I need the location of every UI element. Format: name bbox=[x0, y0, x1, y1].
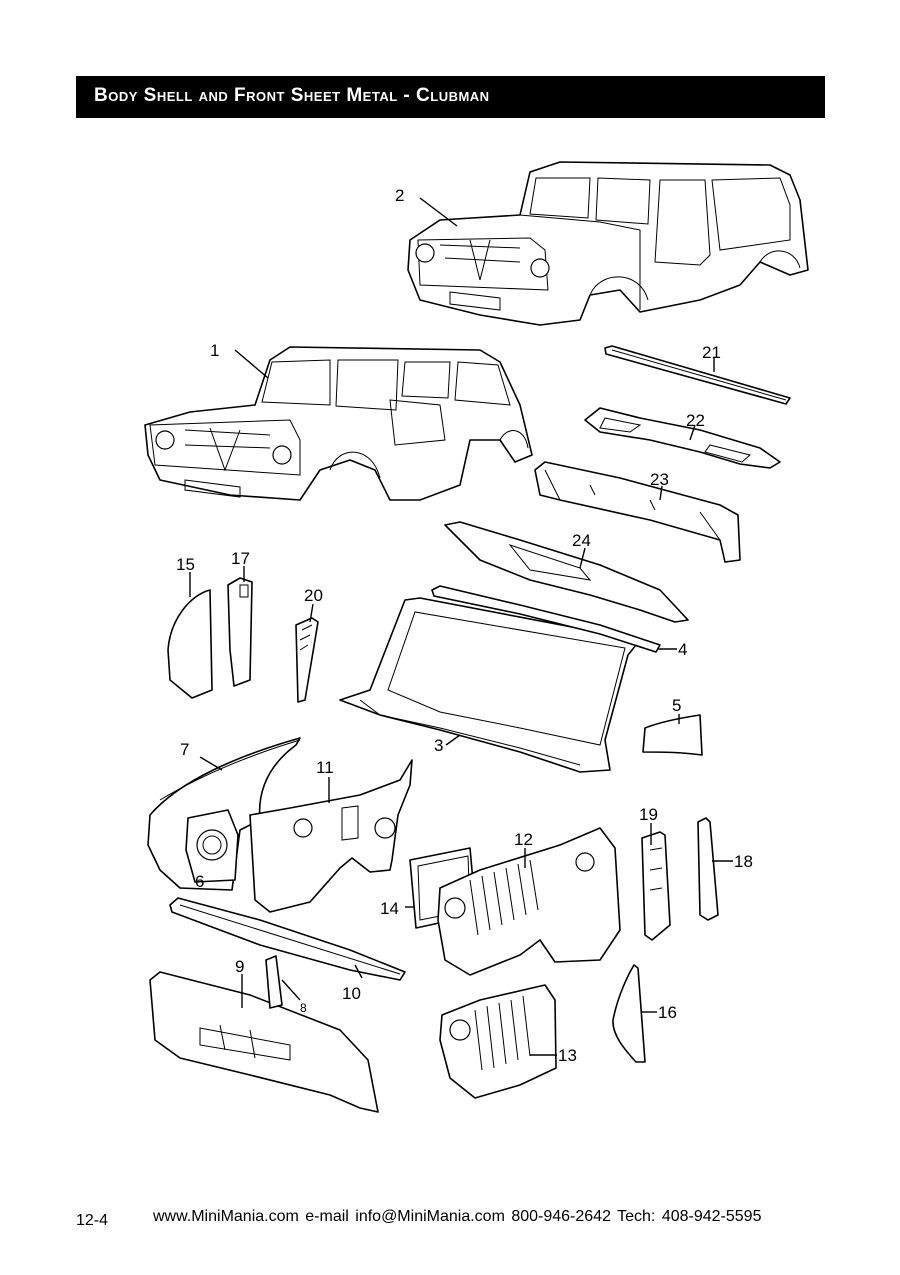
part-19-pillar-panel bbox=[641, 831, 671, 941]
callout-11: 11 bbox=[316, 758, 334, 777]
callout-13: 13 bbox=[558, 1046, 577, 1065]
part-22-crossmember bbox=[584, 407, 781, 469]
callout-12: 12 bbox=[514, 830, 533, 849]
footer-contact: www.MiniMania.com e-mail info@MiniMania.… bbox=[153, 1208, 762, 1225]
callout-18: 18 bbox=[734, 852, 753, 871]
part-5-corner-panel bbox=[642, 714, 703, 756]
callout-17: 17 bbox=[231, 549, 250, 568]
callout-22: 22 bbox=[686, 411, 705, 430]
callout-1: 1 bbox=[210, 341, 219, 360]
part-23-rear-crossmember bbox=[534, 461, 741, 563]
callout-23: 23 bbox=[650, 470, 669, 489]
callout-24: 24 bbox=[572, 531, 591, 550]
page-number: 12-4 bbox=[76, 1212, 109, 1229]
part-17-a-post bbox=[227, 577, 253, 687]
part-16-closing-panel bbox=[612, 964, 646, 1063]
callout-14: 14 bbox=[380, 899, 399, 918]
part-13-outer-panel-grille bbox=[439, 984, 557, 1099]
part-11-bulkhead bbox=[249, 759, 413, 913]
callout-5: 5 bbox=[672, 696, 681, 715]
part-1-body-shell bbox=[144, 346, 533, 501]
part-10-front-panel bbox=[169, 897, 406, 981]
part-2-estate-body-shell bbox=[407, 161, 809, 326]
callout-15: 15 bbox=[176, 555, 195, 574]
part-3-windscreen-frame bbox=[339, 597, 641, 773]
part-15-a-panel bbox=[167, 589, 213, 699]
section-header-bar: Body Shell and Front Sheet Metal - Clubm… bbox=[76, 76, 825, 118]
callout-10: 10 bbox=[342, 984, 361, 1003]
callout-19: 19 bbox=[639, 805, 658, 824]
part-12-inner-panel-grille bbox=[437, 827, 621, 976]
part-6-inner-wing bbox=[185, 809, 239, 883]
callout-4: 4 bbox=[678, 640, 687, 659]
part-9-front-valance bbox=[149, 971, 379, 1113]
callout-6: 6 bbox=[195, 872, 204, 891]
part-8-bracket bbox=[265, 955, 283, 1009]
part-18-door-seal bbox=[697, 817, 719, 921]
callout-20: 20 bbox=[304, 586, 323, 605]
callout-8: 8 bbox=[300, 1001, 307, 1015]
callout-9: 9 bbox=[235, 957, 244, 976]
callout-2: 2 bbox=[395, 186, 404, 205]
callout-16: 16 bbox=[658, 1003, 677, 1022]
part-24-floor-panel bbox=[444, 521, 689, 623]
part-21-roof-rail bbox=[604, 345, 791, 405]
callout-3: 3 bbox=[434, 736, 443, 755]
callout-21: 21 bbox=[702, 343, 721, 362]
section-title: Body Shell and Front Sheet Metal - Clubm… bbox=[94, 85, 490, 106]
callout-7: 7 bbox=[180, 740, 189, 759]
part-20-pillar bbox=[295, 617, 319, 703]
